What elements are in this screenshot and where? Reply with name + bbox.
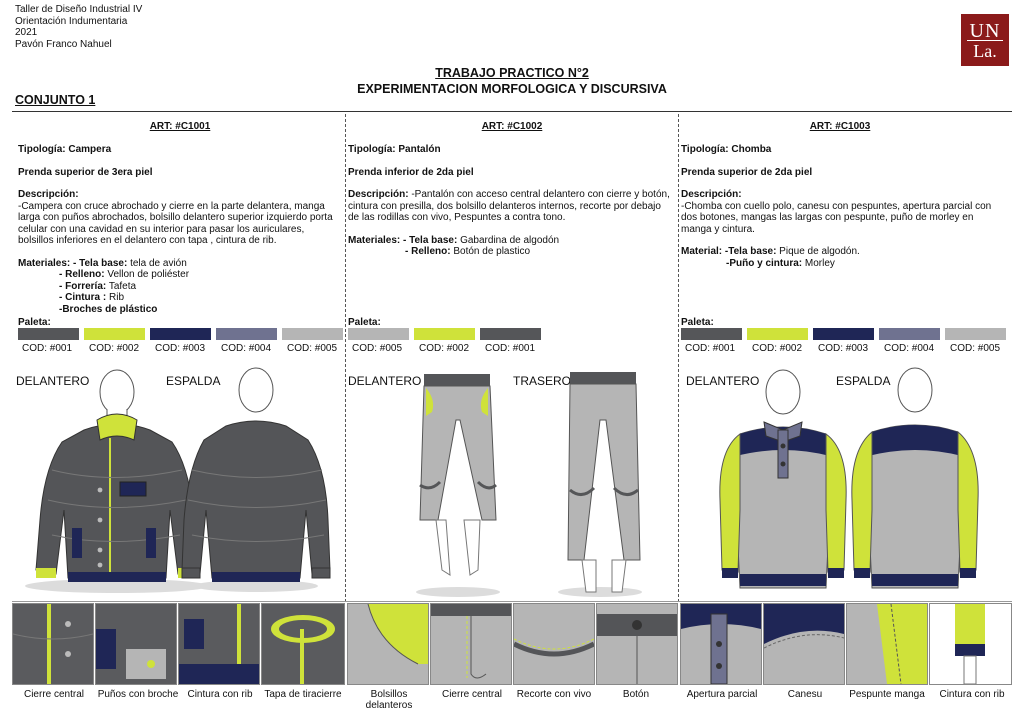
swatch-004 — [216, 328, 277, 340]
detail-label: Cierre central — [441, 689, 503, 700]
prenda-3: Prenda superior de 2da piel — [681, 166, 813, 178]
code-label: COD: #002 — [89, 343, 140, 354]
swatch-001 — [18, 328, 79, 340]
description-2: Descripción: -Pantalón con acceso centra… — [348, 189, 670, 223]
swatch-002 — [84, 328, 145, 340]
view-label-back: ESPALDA — [836, 374, 891, 388]
materials-1: Materiales: - Tela base: tela de avión -… — [18, 257, 190, 315]
description-1: -Campera con cruce abrochado y cierre en… — [18, 200, 333, 247]
code-label: COD: #003 — [818, 343, 869, 354]
prenda-2: Prenda inferior de 2da piel — [348, 166, 474, 178]
view-label-back: TRASERO — [513, 374, 572, 388]
swatch-005 — [945, 328, 1006, 340]
desc-label-1: Descripción: — [18, 189, 79, 200]
detail-label: Pespunte manga — [849, 689, 925, 700]
swatch-005 — [348, 328, 409, 340]
detail-image-apertura — [680, 603, 762, 685]
column-divider-1 — [345, 114, 346, 602]
article-code-2: ART: #C1002 — [481, 121, 543, 132]
code-label: COD: #003 — [155, 343, 206, 354]
paleta-label-2: Paleta: — [348, 317, 381, 328]
detail-label: Apertura parcial — [686, 689, 758, 700]
article-1-specs: Tipología: Campera Prenda superior de 3e… — [18, 144, 338, 315]
code-label: COD: #002 — [419, 343, 470, 354]
article-2-specs: Tipología: Pantalón Prenda inferior de 2… — [348, 144, 673, 258]
swatch-001 — [480, 328, 541, 340]
course-name: Taller de Diseño Industrial IV — [15, 4, 143, 15]
prenda-1: Prenda superior de 3era piel — [18, 166, 153, 178]
swatch-003 — [813, 328, 874, 340]
detail-label: Cintura con rib — [187, 689, 253, 700]
detail-image-cierre-central — [12, 603, 94, 685]
materials-2: Materiales: - Tela base: Gabardina de al… — [348, 234, 560, 258]
swatch-005 — [282, 328, 343, 340]
header-info: Taller de Diseño Industrial IV Orientaci… — [15, 4, 142, 50]
column-divider-2 — [678, 114, 679, 602]
swatch-001 — [681, 328, 742, 340]
detail-label: Puños con broche — [97, 689, 179, 700]
university-logo: UN La. — [961, 14, 1009, 66]
paleta-label-1: Paleta: — [18, 317, 51, 328]
detail-divider — [12, 601, 1012, 602]
detail-image-tapa — [261, 603, 345, 685]
code-label: COD: #001 — [485, 343, 536, 354]
detail-image-bolsillos — [347, 603, 429, 685]
code-label: COD: #002 — [752, 343, 803, 354]
view-label-front: DELANTERO — [348, 374, 422, 388]
code-label: COD: #005 — [352, 343, 403, 354]
swatch-002 — [747, 328, 808, 340]
tipologia-1: Tipología: Campera — [18, 144, 112, 155]
detail-label: Bolsillos delanteros — [365, 689, 413, 711]
code-label: COD: #001 — [685, 343, 736, 354]
detail-label: Botón — [622, 689, 650, 700]
view-label-front: DELANTERO — [16, 374, 90, 388]
detail-label: Canesu — [787, 689, 823, 700]
detail-image-cintura-rib — [929, 603, 1012, 685]
view-label-back: ESPALDA — [166, 374, 221, 388]
view-label-front: DELANTERO — [686, 374, 760, 388]
pants-illustration — [416, 372, 642, 597]
code-label: COD: #004 — [221, 343, 272, 354]
page-title: TRABAJO PRACTICO N°2 — [435, 66, 589, 80]
jacket-illustration — [25, 367, 331, 593]
page-subtitle: EXPERIMENTACION MORFOLOGICA Y DISCURSIVA — [357, 82, 667, 96]
tipologia-2: Tipología: Pantalón — [348, 144, 441, 155]
detail-image-boton — [596, 603, 678, 685]
code-label: COD: #005 — [287, 343, 338, 354]
detail-image-cintura — [178, 603, 260, 685]
code-label: COD: #005 — [950, 343, 1001, 354]
detail-image-pespunte — [846, 603, 928, 685]
detail-image-recorte — [513, 603, 595, 685]
desc-label-3: Descripción: — [681, 189, 742, 200]
code-label: COD: #001 — [22, 343, 73, 354]
orientation: Orientación Indumentaria — [15, 15, 128, 27]
polo-illustration — [719, 367, 979, 589]
detail-image-cierre — [430, 603, 512, 685]
article-3-specs: Tipología: Chomba Prenda superior de 2da… — [681, 144, 1006, 269]
year: 2021 — [15, 27, 38, 38]
section-label: CONJUNTO 1 — [15, 93, 96, 107]
swatch-004 — [879, 328, 940, 340]
tipologia-3: Tipología: Chomba — [681, 144, 772, 155]
detail-label: Cierre central — [23, 689, 85, 700]
top-divider — [12, 111, 1012, 112]
detail-label: Tapa de tiracierre — [264, 689, 342, 700]
article-code-3: ART: #C1003 — [809, 121, 871, 132]
student-name: Pavón Franco Nahuel — [15, 38, 112, 50]
swatch-002 — [414, 328, 475, 340]
detail-image-canesu — [763, 603, 845, 685]
paleta-label-3: Paleta: — [681, 317, 714, 328]
materials-3: Material: -Tela base: Pique de algodón. … — [681, 246, 860, 269]
detail-label: Recorte con vivo — [516, 689, 592, 700]
detail-image-punos — [95, 603, 177, 685]
detail-label: Cintura con rib — [939, 689, 1005, 700]
swatch-003 — [150, 328, 211, 340]
description-3: -Chomba con cuello polo, canesu con pesp… — [681, 200, 992, 235]
article-code-1: ART: #C1001 — [149, 121, 211, 132]
code-label: COD: #004 — [884, 343, 935, 354]
